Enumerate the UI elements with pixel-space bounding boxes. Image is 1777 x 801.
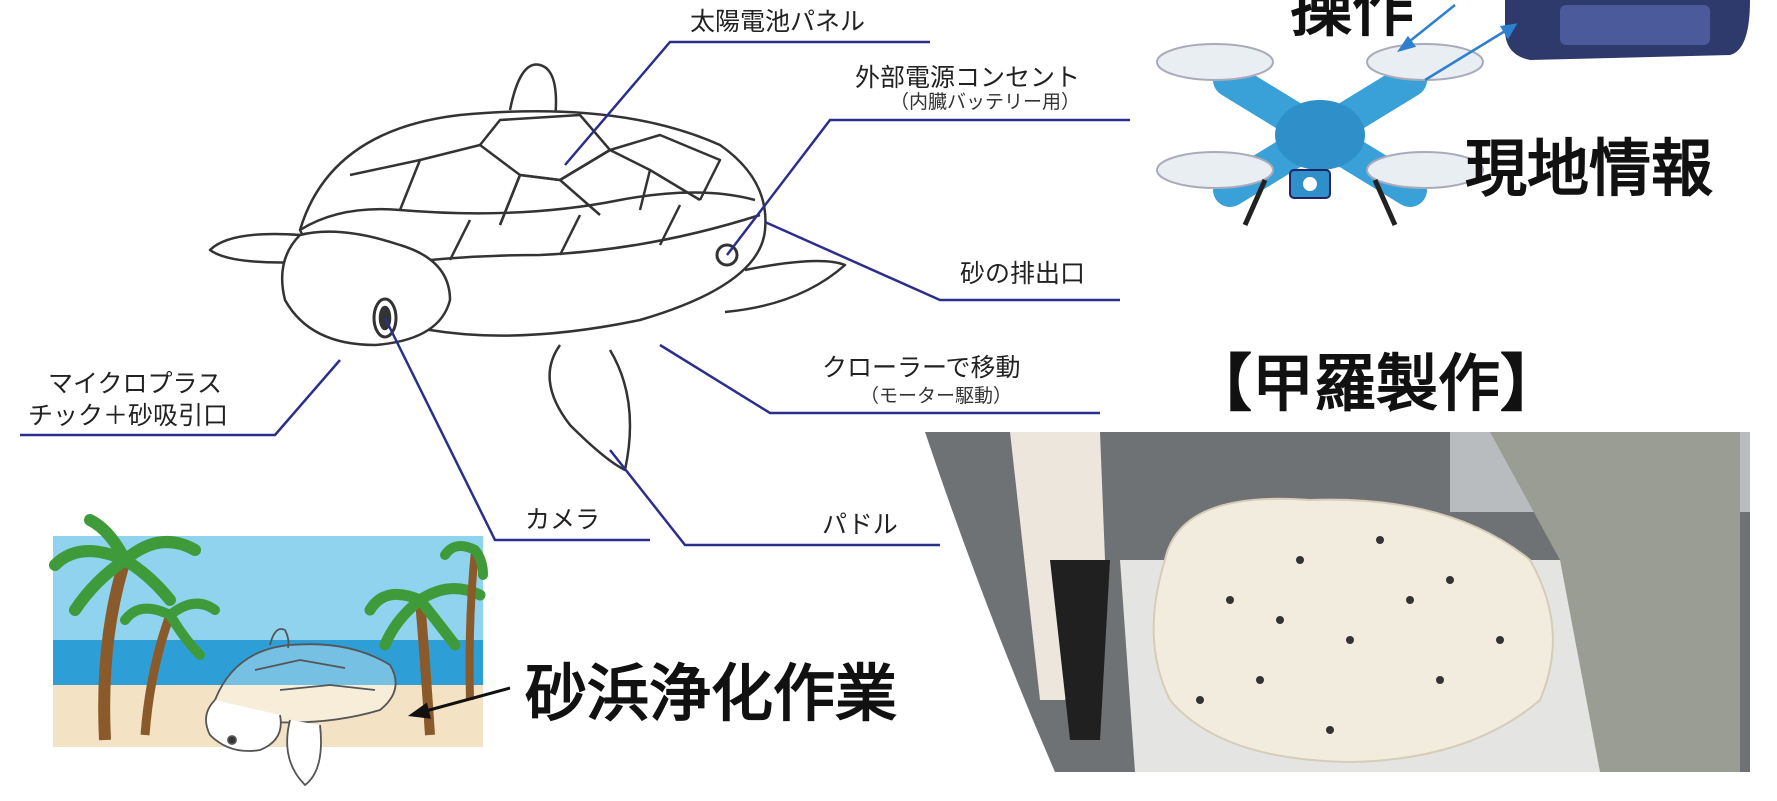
palm-tree-icon <box>49 514 488 741</box>
label-external-outlet: 外部電源コンセント <box>855 63 1080 92</box>
label-sand-outlet: 砂の排出口 <box>960 259 1085 288</box>
label-crawler: クローラーで移動 <box>822 353 1021 382</box>
label-camera: カメラ <box>525 505 600 534</box>
caption-shell-making: 【甲羅製作】 <box>1190 347 1562 420</box>
drone-illustration <box>1156 0 1750 227</box>
beach-scene <box>49 514 488 787</box>
beach-arrow <box>407 686 511 719</box>
caption-operation: 操作 <box>1290 0 1414 45</box>
caption-beach-cleaning: 砂浜浄化作業 <box>525 657 897 730</box>
label-paddle: パドル <box>822 510 898 539</box>
label-crawler-note: （モーター駆動） <box>860 385 1012 407</box>
label-solar-panel: 太陽電池パネル <box>690 7 865 36</box>
leader-lines <box>20 40 1130 547</box>
label-external-outlet-note: （内臓バッテリー用） <box>890 91 1080 113</box>
signal-arrows <box>1397 4 1518 82</box>
label-intake-line2: チック＋砂吸引口 <box>28 401 228 430</box>
turtle-illustration <box>208 63 847 472</box>
small-turtle-icon <box>205 628 397 787</box>
shell-photo <box>925 432 1750 772</box>
label-intake-line1: マイクロプラス <box>48 369 222 398</box>
caption-site-info: 現地情報 <box>1465 132 1713 205</box>
